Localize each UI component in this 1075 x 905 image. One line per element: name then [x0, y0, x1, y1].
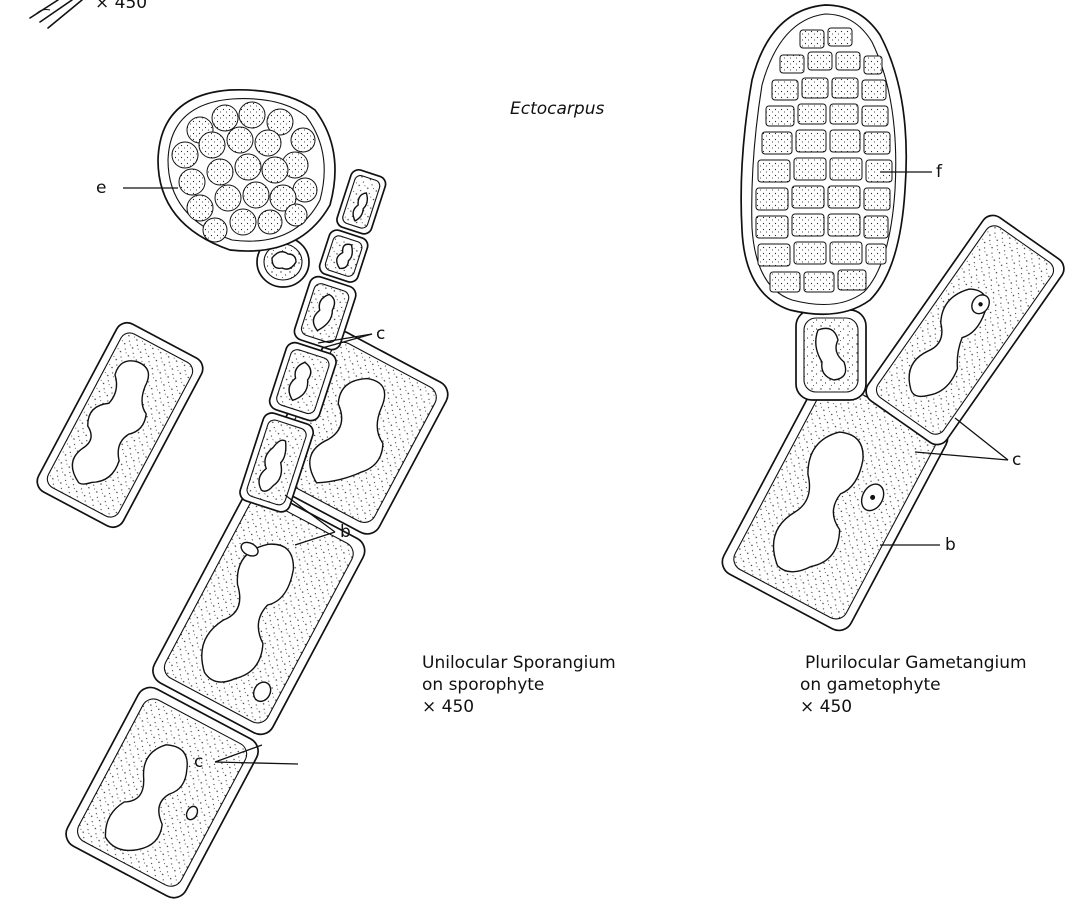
top-fragment [30, 0, 82, 28]
right-caption-line2: on gametophyte [800, 674, 941, 696]
label-f: f [936, 161, 942, 183]
label-e: e [96, 177, 106, 199]
top-fragment-magnification: × 450 [95, 0, 147, 14]
gametophyte-filament [717, 5, 1068, 635]
label-c-left-lower: c [194, 751, 203, 773]
plurilocular-gametangium [741, 5, 906, 314]
label-c-right: c [1012, 449, 1021, 471]
left-caption-line2: on sporophyte [422, 674, 544, 696]
left-caption-magnification: × 450 [422, 696, 474, 718]
label-b-right: b [945, 534, 956, 556]
unilocular-sporangium [158, 90, 335, 251]
label-c-left-upper: c [376, 323, 385, 345]
right-caption-magnification: × 450 [800, 696, 852, 718]
label-b-left: b [340, 521, 351, 543]
figure-title: Ectocarpus [510, 98, 604, 120]
sporophyte-filament [33, 90, 453, 903]
left-caption-line1: Unilocular Sporangium [422, 652, 616, 674]
right-caption-line1: Plurilocular Gametangium [805, 652, 1027, 674]
